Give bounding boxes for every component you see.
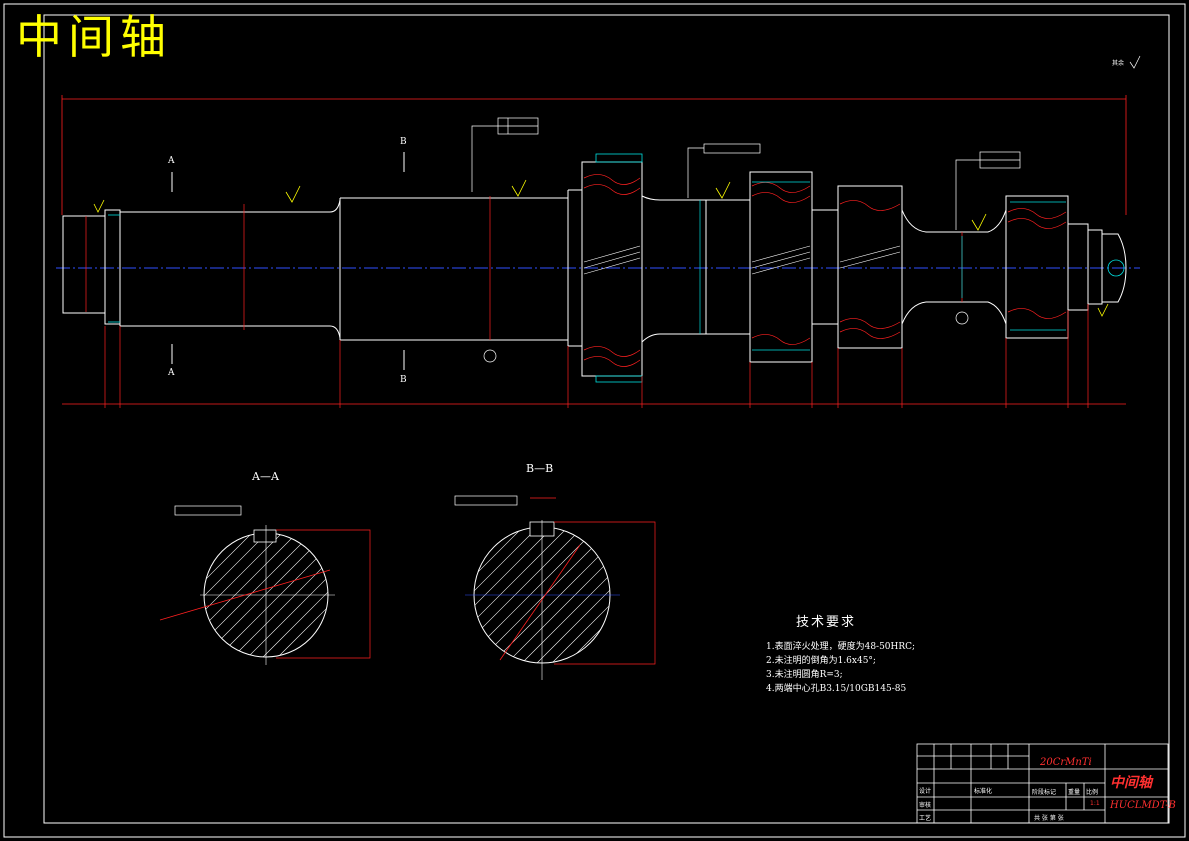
cutting-plane-lines (171, 152, 405, 370)
helix-lines (583, 245, 901, 275)
tech-requirements-list: 1.表面淬火处理，硬度为48-50HRC; 2.未注明的倒角为1.6x45°; … (766, 640, 915, 696)
material-label: 20CrMnTi (1040, 757, 1092, 768)
scale-label: 比例 (1086, 789, 1099, 796)
section-bb-label: B—B (526, 462, 554, 475)
section-aa (159, 505, 371, 665)
process-label: 工艺 (919, 815, 932, 822)
section-bb (454, 495, 656, 680)
cut-mark-a-bottom: A (168, 368, 175, 378)
title-block-grid (916, 743, 1169, 824)
part-name-label: 中间轴 (1110, 775, 1152, 791)
cut-mark-a-top: A (168, 156, 175, 166)
roughness-note-symbol (1129, 55, 1141, 69)
tech-item-3: 3.未注明圆角R=3; (766, 670, 843, 680)
design-label: 设计 (919, 788, 932, 795)
tech-item-2: 2.未注明的倒角为1.6x45°; (766, 656, 876, 666)
sheets-label: 共 张 第 张 (1034, 815, 1064, 822)
cut-mark-b-bottom: B (400, 375, 407, 385)
roughness-note: 其余 (1112, 60, 1125, 67)
shaft-outline (62, 161, 1127, 377)
scale-value: 1:1 (1090, 800, 1100, 807)
standard-label: 标准化 (974, 788, 993, 795)
drawing-number-label: HUCLMDT-B (1110, 800, 1176, 811)
cyan-details (108, 153, 1125, 383)
tech-item-1: 1.表面淬火处理，硬度为48-50HRC; (766, 642, 916, 652)
stage-label: 阶段标记 (1032, 789, 1057, 796)
overall-dimension (61, 95, 1127, 215)
tech-requirements-title: 技术要求 (796, 615, 857, 630)
tech-item-4: 4.两端中心孔B3.15/10GB145-85 (766, 684, 907, 694)
inner-border (43, 14, 1170, 824)
outer-border (3, 3, 1186, 838)
review-label: 审核 (919, 802, 932, 809)
section-aa-label: A—A (252, 470, 279, 483)
diameter-dims-cyan (699, 200, 963, 334)
tolerance-frames (471, 117, 1021, 363)
length-dimension-chain (62, 304, 1126, 408)
roughness-symbols (93, 179, 1109, 317)
gear-teeth-hatch (583, 174, 1067, 367)
drawing-title: 中间轴 (16, 10, 172, 64)
cut-mark-b-top: B (400, 137, 407, 147)
weight-label: 重量 (1068, 789, 1081, 796)
